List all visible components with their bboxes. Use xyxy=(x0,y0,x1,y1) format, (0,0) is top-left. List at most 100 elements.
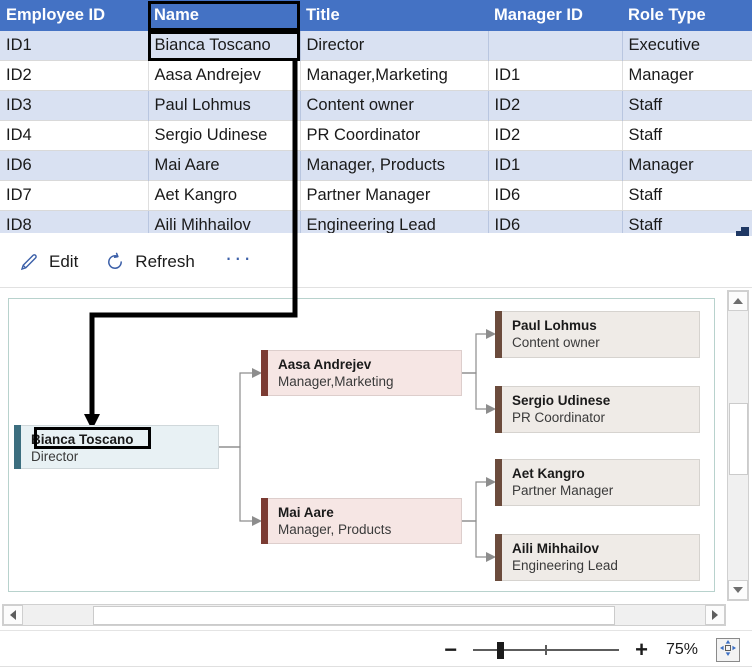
cell-role-type[interactable]: Staff xyxy=(622,90,752,121)
node-body: Aasa Andrejev Manager,Marketing xyxy=(268,350,462,396)
column-header-manager-id[interactable]: Manager ID xyxy=(488,0,622,31)
node-name: Bianca Toscano xyxy=(31,432,134,447)
fit-to-screen-button[interactable] xyxy=(716,638,740,662)
cell-title[interactable]: Manager, Products xyxy=(300,150,489,181)
cell-employee-id[interactable]: ID7 xyxy=(0,180,149,211)
node-accent-bar xyxy=(261,498,268,544)
table-row[interactable]: ID2 Aasa Andrejev Manager,Marketing ID1 … xyxy=(0,60,752,91)
table-resize-handle[interactable] xyxy=(736,227,749,238)
scroll-right-arrow-icon[interactable] xyxy=(705,605,725,625)
pencil-icon xyxy=(18,251,40,273)
cell-title[interactable]: Content owner xyxy=(300,90,489,121)
node-accent-bar xyxy=(261,350,268,396)
table-header-row: Employee ID Name Title Manager ID Role T… xyxy=(0,0,752,31)
org-node-mai-aare[interactable]: Mai Aare Manager, Products xyxy=(261,498,462,544)
org-node-sergio-udinese[interactable]: Sergio Udinese PR Coordinator xyxy=(495,386,700,433)
horizontal-scrollbar-thumb[interactable] xyxy=(93,606,615,625)
node-body: Sergio Udinese PR Coordinator xyxy=(502,386,700,433)
org-node-aet-kangro[interactable]: Aet Kangro Partner Manager xyxy=(495,459,700,506)
node-title: Manager,Marketing xyxy=(278,374,394,389)
employee-table-region: Employee ID Name Title Manager ID Role T… xyxy=(0,0,752,240)
cell-manager-id[interactable]: ID1 xyxy=(488,60,623,91)
org-node-paul-lohmus[interactable]: Paul Lohmus Content owner xyxy=(495,311,700,358)
cell-manager-id[interactable]: ID6 xyxy=(488,180,623,211)
cell-name[interactable]: Sergio Udinese xyxy=(148,120,301,151)
cell-manager-id[interactable] xyxy=(488,31,623,61)
cell-name[interactable]: Bianca Toscano xyxy=(148,31,301,61)
refresh-button[interactable]: Refresh xyxy=(104,251,195,273)
cell-employee-id[interactable]: ID1 xyxy=(0,31,149,61)
scroll-down-arrow-icon[interactable] xyxy=(728,580,748,600)
edit-button[interactable]: Edit xyxy=(18,251,78,273)
zoom-in-button[interactable]: + xyxy=(635,637,648,662)
fit-to-screen-icon xyxy=(719,639,737,662)
status-bar: − + 75% xyxy=(0,630,752,669)
cell-employee-id[interactable]: ID6 xyxy=(0,150,149,181)
page-bottom-edge xyxy=(0,666,752,669)
cell-title[interactable]: Director xyxy=(300,31,489,61)
node-accent-bar xyxy=(14,425,21,469)
node-title: Director xyxy=(31,449,79,464)
cell-name[interactable]: Mai Aare xyxy=(148,150,301,181)
scroll-up-arrow-icon[interactable] xyxy=(728,291,748,311)
node-name: Sergio Udinese xyxy=(512,393,611,408)
cell-title[interactable]: Manager,Marketing xyxy=(300,60,489,91)
table-row[interactable]: ID1 Bianca Toscano Director Executive xyxy=(0,31,752,61)
cell-name[interactable]: Aasa Andrejev xyxy=(148,60,301,91)
column-header-role-type[interactable]: Role Type xyxy=(622,0,752,31)
cell-manager-id[interactable]: ID1 xyxy=(488,150,623,181)
cell-title[interactable]: PR Coordinator xyxy=(300,120,489,151)
zoom-slider-midpoint-tick xyxy=(545,645,548,655)
node-title: Engineering Lead xyxy=(512,558,618,573)
cell-employee-id[interactable]: ID3 xyxy=(0,90,149,121)
node-title: Manager, Products xyxy=(278,522,392,537)
scroll-left-arrow-icon[interactable] xyxy=(3,605,23,625)
org-node-aasa-andrejev[interactable]: Aasa Andrejev Manager,Marketing xyxy=(261,350,462,396)
table-bottom-edge xyxy=(0,233,748,236)
node-title: Content owner xyxy=(512,335,600,350)
column-header-employee-id[interactable]: Employee ID xyxy=(0,0,148,31)
cell-role-type[interactable]: Manager xyxy=(622,150,752,181)
node-body: Paul Lohmus Content owner xyxy=(502,311,700,358)
cell-role-type[interactable]: Staff xyxy=(622,180,752,211)
node-name: Aili Mihhailov xyxy=(512,541,600,556)
zoom-slider-handle[interactable] xyxy=(497,642,505,659)
column-header-name[interactable]: Name xyxy=(148,0,300,31)
zoom-level-label: 75% xyxy=(666,641,699,658)
cell-title[interactable]: Partner Manager xyxy=(300,180,489,211)
vertical-scrollbar-thumb[interactable] xyxy=(729,403,748,475)
refresh-icon xyxy=(104,251,126,273)
table-row[interactable]: ID3 Paul Lohmus Content owner ID2 Staff xyxy=(0,90,752,121)
more-options-button[interactable]: ··· xyxy=(224,244,253,270)
chart-toolbar: Edit Refresh ··· xyxy=(0,236,752,288)
node-name: Mai Aare xyxy=(278,505,334,520)
table-row[interactable]: ID4 Sergio Udinese PR Coordinator ID2 St… xyxy=(0,120,752,151)
cell-manager-id[interactable]: ID2 xyxy=(488,120,623,151)
node-title: PR Coordinator xyxy=(512,410,606,425)
node-accent-bar xyxy=(495,386,502,433)
zoom-slider[interactable] xyxy=(473,642,620,659)
cell-role-type[interactable]: Staff xyxy=(622,120,752,151)
edit-button-label: Edit xyxy=(49,251,79,271)
column-header-title[interactable]: Title xyxy=(300,0,488,31)
vertical-scrollbar[interactable] xyxy=(727,290,749,601)
node-accent-bar xyxy=(495,459,502,506)
horizontal-scrollbar[interactable] xyxy=(2,604,726,626)
node-body: Mai Aare Manager, Products xyxy=(268,498,462,544)
table-row[interactable]: ID7 Aet Kangro Partner Manager ID6 Staff xyxy=(0,180,752,211)
employee-table: Employee ID Name Title Manager ID Role T… xyxy=(0,0,752,240)
cell-role-type[interactable]: Executive xyxy=(622,31,752,61)
highlight-outline-bianca-toscano-node xyxy=(34,427,151,449)
node-body: Aili Mihhailov Engineering Lead xyxy=(502,534,700,581)
cell-manager-id[interactable]: ID2 xyxy=(488,90,623,121)
zoom-out-button[interactable]: − xyxy=(444,637,458,662)
cell-employee-id[interactable]: ID4 xyxy=(0,120,149,151)
cell-name[interactable]: Aet Kangro xyxy=(148,180,301,211)
table-row[interactable]: ID6 Mai Aare Manager, Products ID1 Manag… xyxy=(0,150,752,181)
org-node-aili-mihhailov[interactable]: Aili Mihhailov Engineering Lead xyxy=(495,534,700,581)
cell-employee-id[interactable]: ID2 xyxy=(0,60,149,91)
cell-name[interactable]: Paul Lohmus xyxy=(148,90,301,121)
cell-role-type[interactable]: Manager xyxy=(622,60,752,91)
node-accent-bar xyxy=(495,311,502,358)
